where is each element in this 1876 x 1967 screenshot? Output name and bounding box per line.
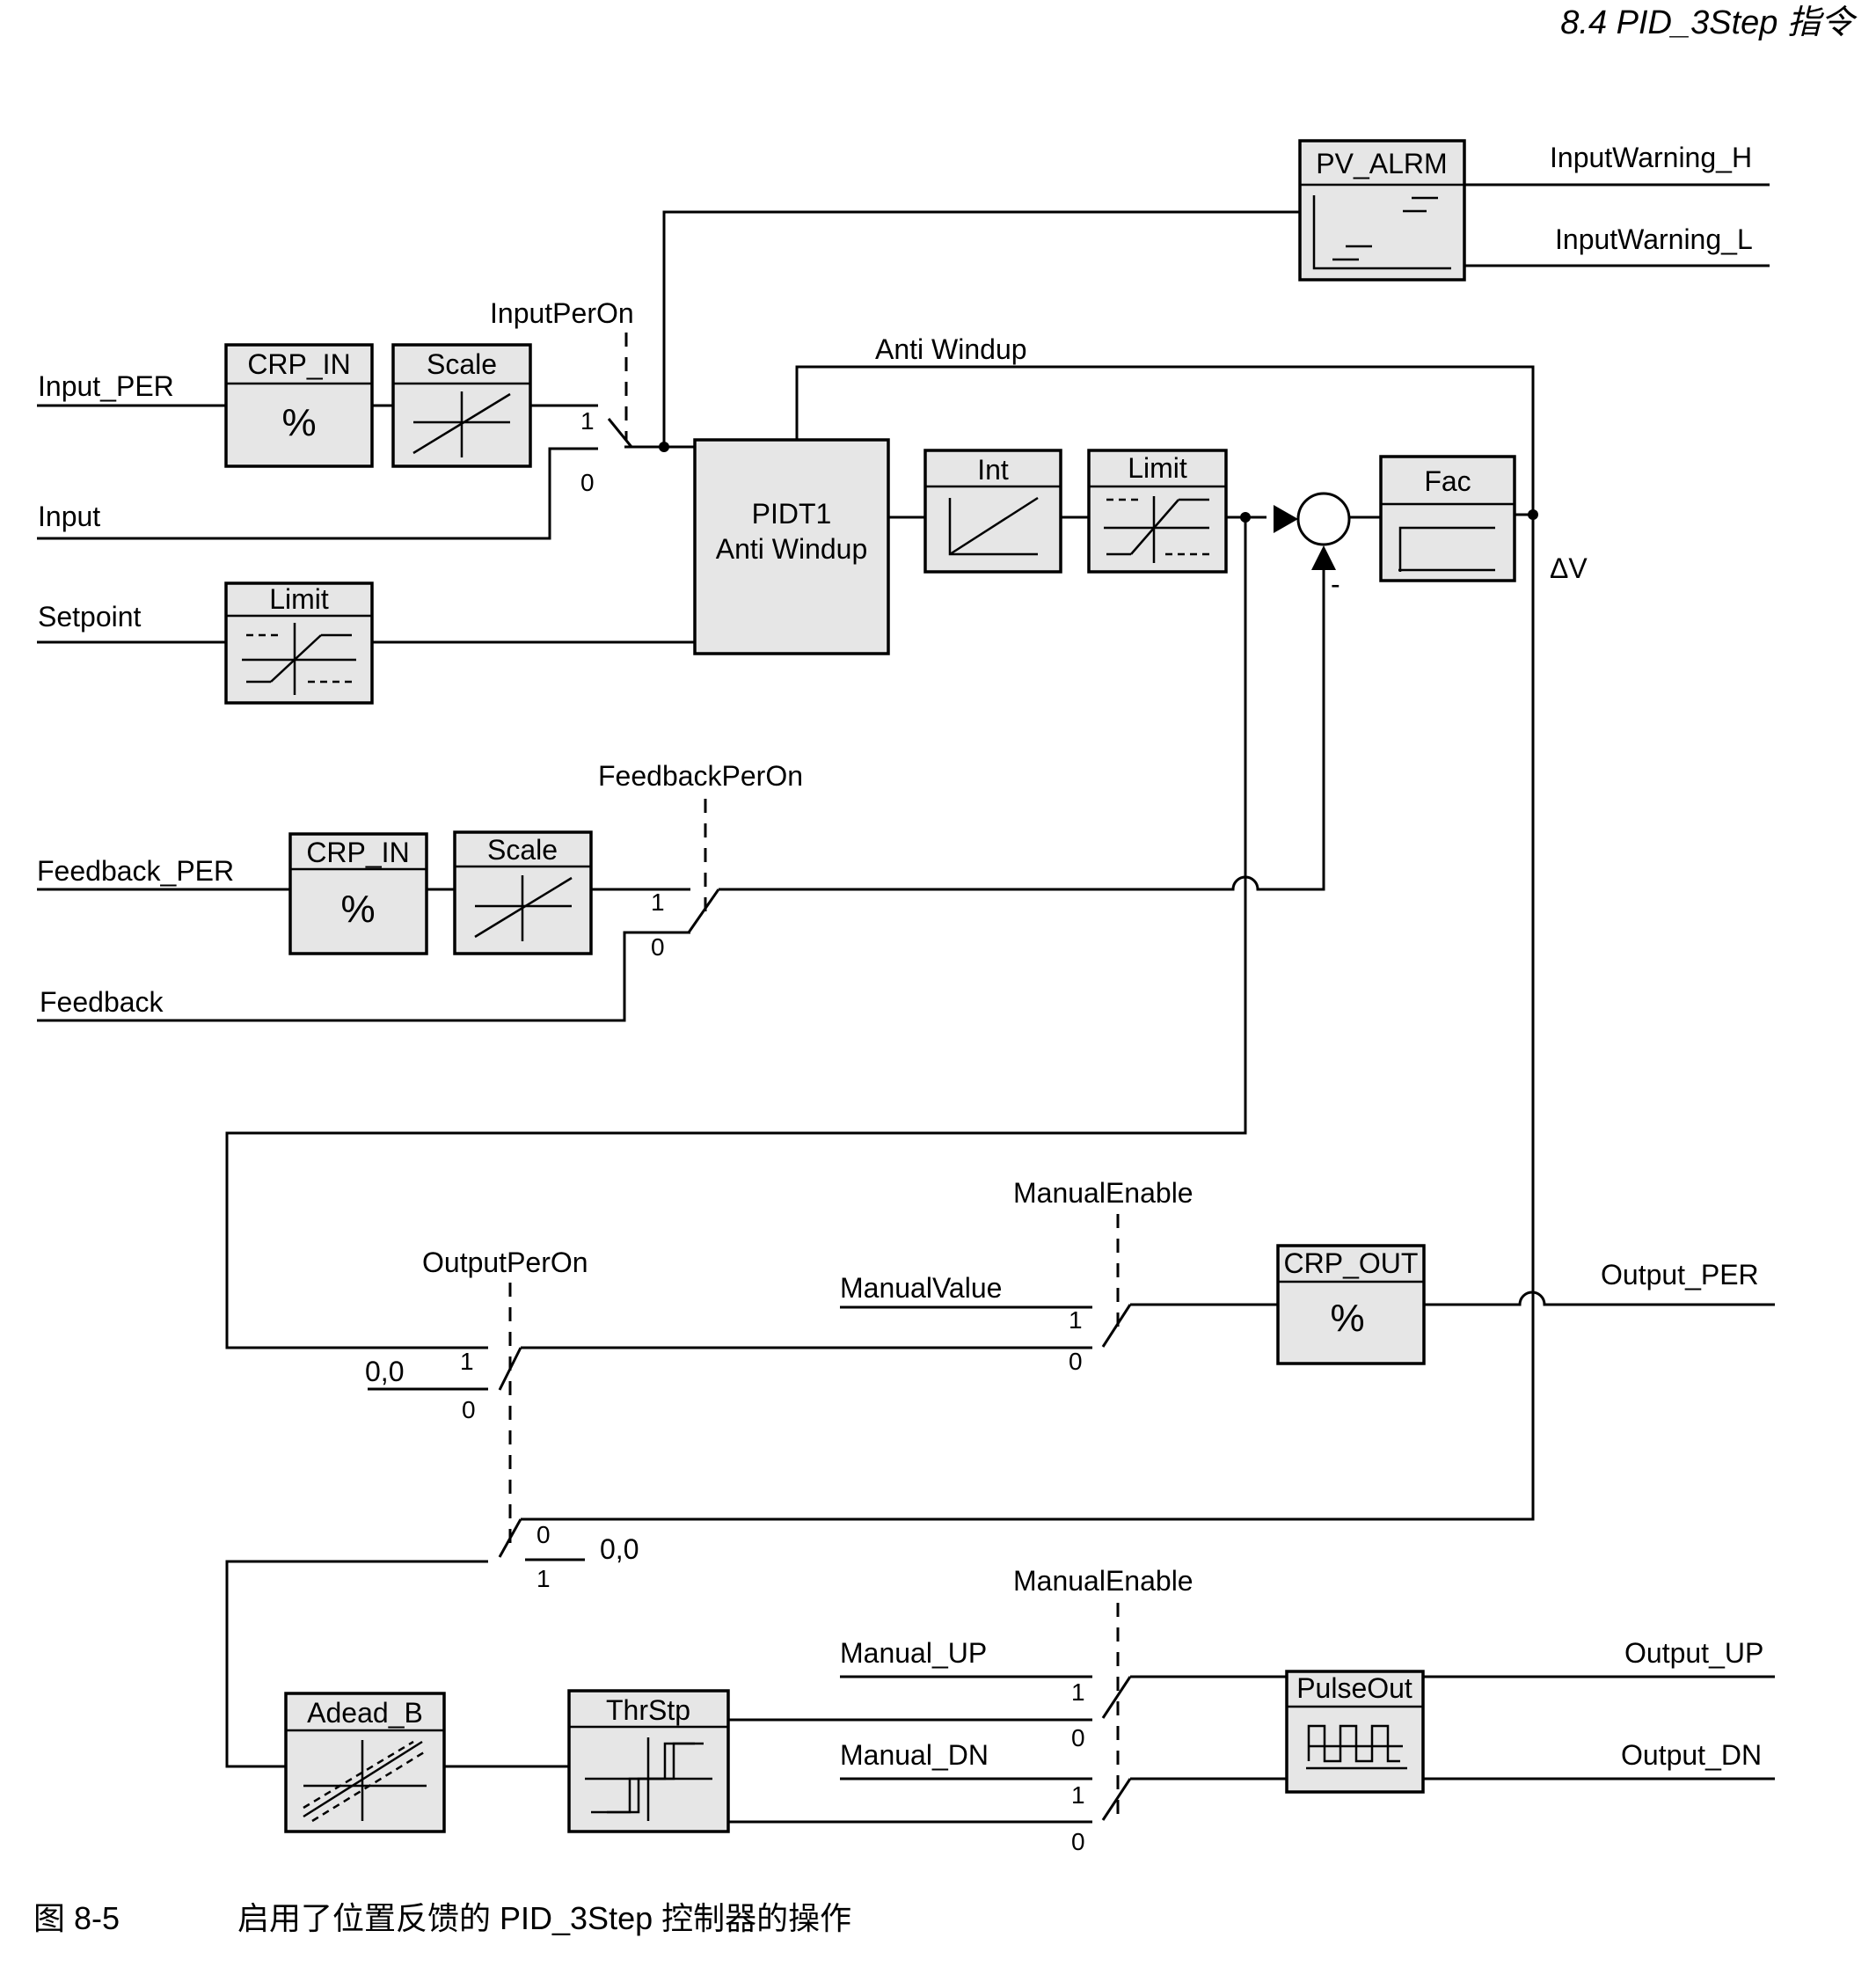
scale-block-2: Scale bbox=[453, 830, 593, 955]
int-block: Int bbox=[923, 449, 1062, 574]
crp-in-block-1: CRP_IN % bbox=[224, 343, 374, 468]
percent-symbol: % bbox=[340, 888, 375, 931]
pulseout-block: PulseOut bbox=[1285, 1670, 1425, 1794]
control-dashes bbox=[508, 333, 1120, 1817]
section-header: 8.4 PID_3Step 指令 bbox=[1560, 4, 1858, 41]
crp-in-title: CRP_IN bbox=[306, 837, 409, 868]
switch-label: 0 bbox=[1069, 1348, 1083, 1375]
input-per-on-label: InputPerOn bbox=[490, 297, 634, 329]
output-dn-label: Output_DN bbox=[1621, 1739, 1762, 1771]
thrstp-block: ThrStp bbox=[567, 1689, 730, 1833]
switch-label: 0 bbox=[580, 469, 595, 496]
switch-label: 0 bbox=[537, 1521, 551, 1548]
pv-alrm-title: PV_ALRM bbox=[1316, 148, 1447, 179]
feedback-per-on-label: FeedbackPerOn bbox=[598, 760, 803, 792]
crp-out-block: CRP_OUT % bbox=[1276, 1244, 1426, 1365]
figure-number: 图 8-5 bbox=[33, 1900, 120, 1936]
limit-title: Limit bbox=[269, 583, 329, 615]
adead-b-block: Adead_B bbox=[284, 1692, 446, 1833]
fac-block: Fac bbox=[1379, 455, 1516, 582]
crp-in-block-2: CRP_IN % bbox=[288, 832, 428, 955]
int-title: Int bbox=[977, 454, 1009, 486]
feedback-per-label: Feedback_PER bbox=[37, 855, 234, 887]
pidt1-block: PIDT1 Anti Windup bbox=[693, 438, 890, 655]
switch-position-labels: 1 0 1 0 1 0 1 0 0 1 1 0 1 0 bbox=[460, 407, 1085, 1855]
switch-label: 0 bbox=[1071, 1724, 1085, 1751]
manual-value-label: ManualValue bbox=[840, 1272, 1002, 1304]
manual-dn-label: Manual_DN bbox=[840, 1739, 989, 1771]
pv-alarm-block: PV_ALRM bbox=[1298, 139, 1466, 282]
minus-sign: - bbox=[1331, 568, 1340, 600]
adead-b-title: Adead_B bbox=[307, 1697, 423, 1729]
output-up-label: Output_UP bbox=[1624, 1637, 1763, 1669]
pidt1-title: PIDT1 bbox=[752, 498, 832, 530]
switch-label: 0 bbox=[651, 933, 665, 961]
switch-label: 1 bbox=[580, 407, 595, 435]
crp-in-title: CRP_IN bbox=[247, 348, 350, 380]
anti-windup-label: Anti Windup bbox=[875, 333, 1027, 365]
input-warning-h-label: InputWarning_H bbox=[1550, 142, 1752, 173]
scale-title: Scale bbox=[427, 348, 497, 380]
manual-up-label: Manual_UP bbox=[840, 1637, 987, 1669]
thrstp-title: ThrStp bbox=[606, 1694, 690, 1726]
input-label: Input bbox=[38, 501, 100, 532]
pulseout-title: PulseOut bbox=[1296, 1672, 1412, 1704]
junction-dot bbox=[1528, 509, 1538, 520]
limit-title: Limit bbox=[1128, 452, 1187, 484]
switch-label: 1 bbox=[1071, 1781, 1085, 1809]
setpoint-label: Setpoint bbox=[38, 601, 142, 633]
setpoint-limit-block: Limit bbox=[224, 581, 374, 705]
switch-label: 1 bbox=[537, 1565, 551, 1592]
constant-zero-label: 0,0 bbox=[365, 1356, 404, 1387]
switch-label: 1 bbox=[651, 888, 665, 916]
switch-label: 0 bbox=[462, 1396, 476, 1423]
pidt1-subtitle: Anti Windup bbox=[716, 533, 868, 565]
junction-dot bbox=[1240, 512, 1251, 523]
switch-label: 1 bbox=[1071, 1678, 1085, 1706]
manual-enable-label: ManualEnable bbox=[1013, 1565, 1193, 1597]
crp-out-title: CRP_OUT bbox=[1284, 1247, 1419, 1279]
input-warning-l-label: InputWarning_L bbox=[1555, 223, 1753, 255]
input-per-label: Input_PER bbox=[38, 370, 174, 402]
constant-zero-label: 0,0 bbox=[600, 1533, 639, 1565]
junction-dot bbox=[659, 442, 669, 452]
output-per-label: Output_PER bbox=[1601, 1259, 1759, 1291]
scale-block-1: Scale bbox=[391, 343, 532, 468]
summing-junction bbox=[1274, 492, 1351, 570]
percent-symbol: % bbox=[281, 401, 316, 444]
percent-symbol: % bbox=[1330, 1297, 1364, 1340]
switch-label: 0 bbox=[1071, 1828, 1085, 1855]
switch-label: 1 bbox=[1069, 1306, 1083, 1334]
scale-title: Scale bbox=[487, 834, 558, 866]
delta-v-label: ΔV bbox=[1550, 552, 1588, 584]
figure-caption: 启用了位置反馈的 PID_3Step 控制器的操作 bbox=[237, 1900, 851, 1936]
output-per-on-label: OutputPerOn bbox=[422, 1247, 588, 1278]
feedback-label: Feedback bbox=[40, 986, 164, 1018]
output-limit-block: Limit bbox=[1087, 449, 1228, 574]
fac-title: Fac bbox=[1424, 465, 1471, 497]
signal-labels: Input_PER Input Setpoint InputPerOn Anti… bbox=[37, 142, 1763, 1771]
manual-enable-label: ManualEnable bbox=[1013, 1177, 1193, 1209]
switch-label: 1 bbox=[460, 1348, 474, 1375]
alarm-icon bbox=[1312, 195, 1451, 270]
switch-blades bbox=[498, 418, 1132, 1821]
